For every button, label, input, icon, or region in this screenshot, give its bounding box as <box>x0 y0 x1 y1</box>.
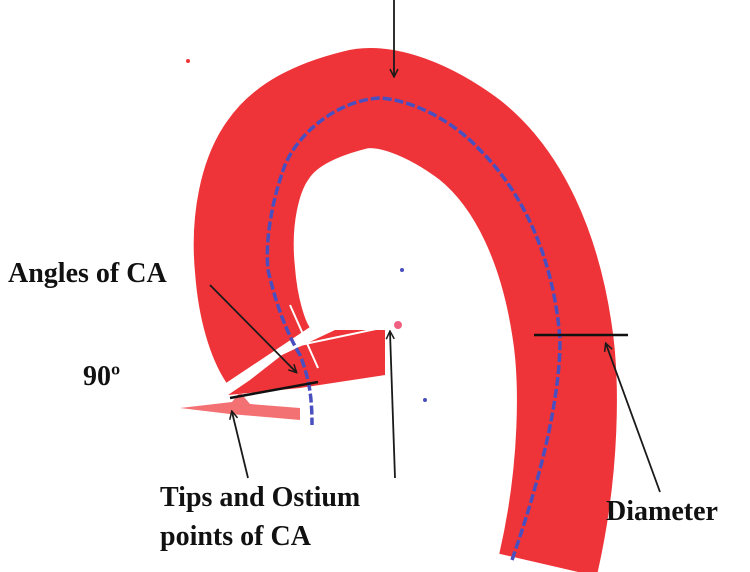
annotation-arrows <box>209 0 661 493</box>
stray-dot <box>186 59 190 63</box>
arrow-angles <box>209 284 296 372</box>
arrow-ostium <box>390 332 396 479</box>
stray-dot <box>400 268 404 272</box>
angle-line-white-horizontal <box>299 324 396 346</box>
label-tips-line1: Tips and Ostium <box>160 482 360 513</box>
vessel-centerline <box>265 96 562 561</box>
label-ninety-degrees: 90º <box>83 361 120 392</box>
arch-top-fringe <box>310 73 420 97</box>
stray-dot <box>423 398 427 402</box>
label-angles-of-ca: Angles of CA <box>8 258 167 289</box>
label-tips-line2: points of CA <box>160 521 312 552</box>
arrow-tips <box>232 412 249 479</box>
coronary-branch <box>228 330 385 395</box>
label-diameter: Diameter <box>606 496 718 527</box>
angle-line-white-vertical <box>289 304 319 369</box>
ostium-point <box>394 321 402 329</box>
arrow-diameter <box>606 344 661 493</box>
branch-tip <box>180 392 300 420</box>
angle-line-black <box>229 380 319 400</box>
